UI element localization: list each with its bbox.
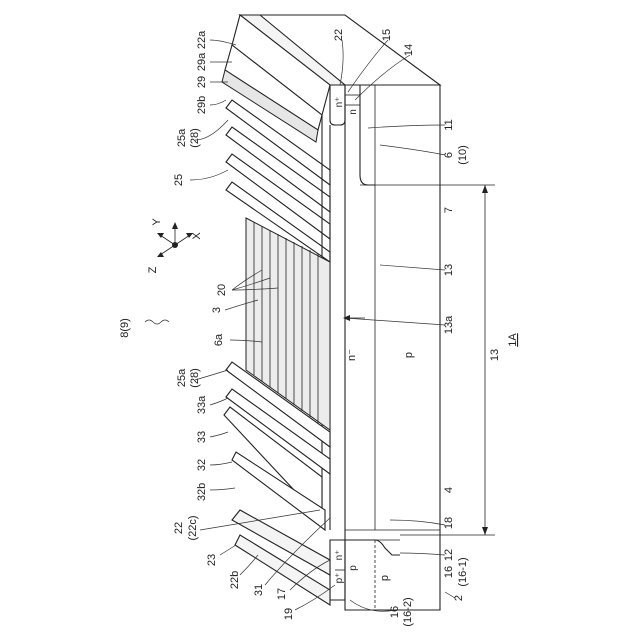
label-19: 19	[283, 608, 295, 620]
label-32: 32	[196, 459, 208, 471]
label-22-left: 22	[173, 522, 185, 534]
label-22c: (22c)	[187, 515, 199, 540]
label-33a: 33a	[196, 395, 208, 414]
label-29b: 29b	[196, 96, 208, 114]
label-11: 11	[443, 119, 455, 130]
label-16-2: (16-2)	[402, 597, 414, 626]
label-8-9: 8(9)	[119, 318, 131, 338]
label-6: 6	[443, 152, 455, 158]
label-29: 29	[196, 76, 208, 88]
region-nplus-top: n⁺	[334, 97, 345, 108]
label-16-left: 16	[389, 606, 401, 618]
label-28-top: (28)	[189, 128, 201, 148]
label-2: 2	[453, 595, 465, 601]
region-p-center: p	[403, 352, 415, 358]
region-p-small: p	[348, 565, 359, 571]
label-17: 17	[276, 588, 288, 600]
label-28-bot: (28)	[189, 368, 201, 388]
label-18: 18	[443, 517, 455, 529]
axis-y-label: Y	[151, 218, 163, 226]
region-nplus-bot: n⁺	[334, 550, 345, 561]
label-16-1: (16-1)	[457, 557, 469, 586]
label-10: (10)	[457, 145, 469, 165]
label-20: 20	[216, 284, 228, 296]
label-29a: 29a	[196, 52, 208, 71]
label-1A: 1A	[507, 333, 519, 347]
label-13a: 13a	[443, 315, 455, 334]
region-nminus: n⁻	[346, 349, 358, 361]
label-32b: 32b	[196, 483, 208, 501]
label-31: 31	[253, 584, 265, 596]
label-3: 3	[211, 307, 223, 313]
label-22-top: 22	[333, 29, 345, 41]
label-23: 23	[206, 554, 218, 566]
label-7: 7	[443, 207, 455, 213]
label-22a: 22a	[196, 30, 208, 49]
label-22b: 22b	[229, 571, 241, 589]
label-25: 25	[173, 174, 185, 186]
squiggle-leader	[145, 320, 169, 324]
label-25a-bot: 25a	[176, 368, 188, 387]
axis-x-label: X	[191, 232, 203, 240]
label-33: 33	[196, 431, 208, 443]
region-n-top: n	[348, 109, 359, 115]
label-15: 15	[381, 29, 393, 41]
region-pplus: p⁺	[334, 573, 345, 584]
region-p-bot: p	[379, 575, 391, 581]
label-25a-top: 25a	[176, 128, 188, 147]
label-14: 14	[403, 44, 415, 56]
label-16-right: 16	[443, 566, 455, 578]
axis-z-label: Z	[147, 266, 159, 273]
label-4: 4	[443, 487, 455, 493]
label-13-right: 13	[443, 264, 455, 276]
label-6a: 6a	[213, 333, 225, 346]
axis-indicator	[157, 222, 193, 257]
label-13-dim: 13	[489, 349, 501, 361]
label-12: 12	[443, 549, 455, 561]
